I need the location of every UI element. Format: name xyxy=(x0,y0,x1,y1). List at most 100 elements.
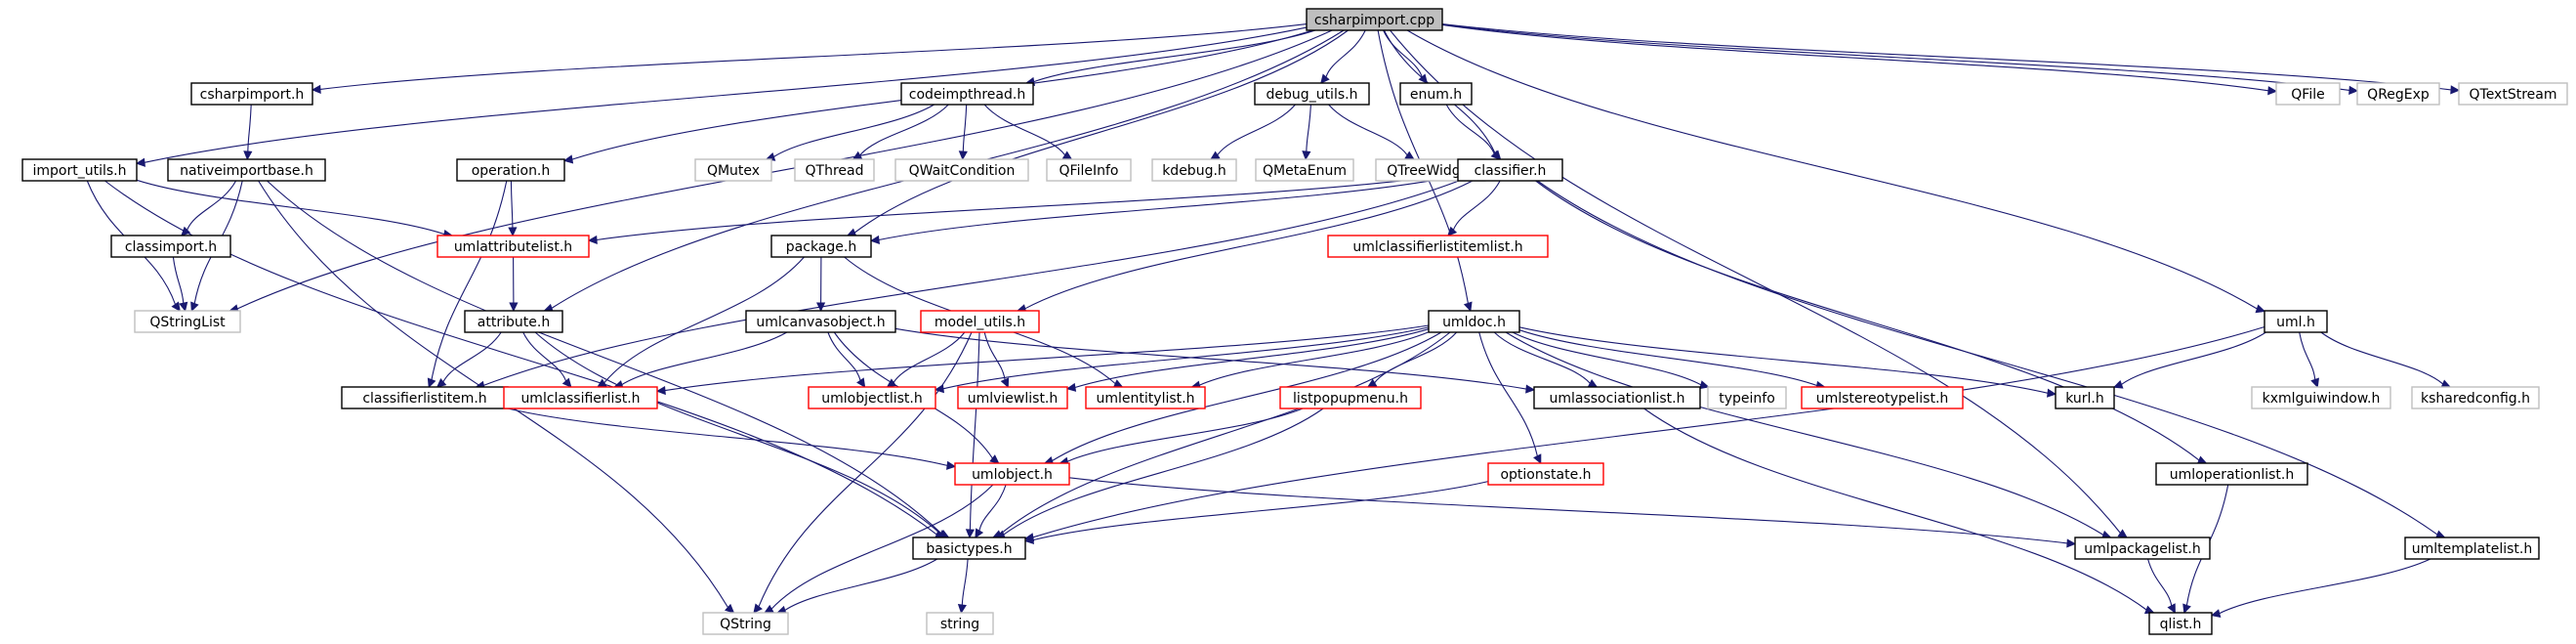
node-umlattributelist-h[interactable]: umlattributelist.h xyxy=(436,235,590,258)
edge-classimport_h-to-QStringList xyxy=(172,256,188,313)
edge-line xyxy=(969,331,980,531)
arrowhead-icon xyxy=(934,384,944,394)
node-operation-h[interactable]: operation.h xyxy=(456,158,565,182)
node-debug-utils-h[interactable]: debug_utils.h xyxy=(1254,82,1370,106)
edge-line xyxy=(1306,104,1311,152)
node-listpopupmenu-h[interactable]: listpopupmenu.h xyxy=(1279,386,1422,409)
edge-line xyxy=(1441,22,2452,91)
node-csharpimport-cpp[interactable]: csharpimport.cpp xyxy=(1306,8,1443,31)
edge-uml_h-to-kxmlguiwindow_h xyxy=(2299,331,2319,389)
edge-line xyxy=(1198,331,1430,386)
node-codeimpthread-h[interactable]: codeimpthread.h xyxy=(900,82,1034,106)
node-optionstate-h[interactable]: optionstate.h xyxy=(1487,462,1604,486)
node-classifier-h[interactable]: classifier.h xyxy=(1457,158,1563,182)
node-box xyxy=(1255,158,1354,182)
edge-umldoc_h-to-basictypes_h xyxy=(991,331,1451,538)
edge-line xyxy=(431,180,508,380)
node-package-h[interactable]: package.h xyxy=(770,235,872,258)
arrowhead-icon xyxy=(655,385,666,396)
node-umlentitylist-h[interactable]: umlentitylist.h xyxy=(1085,386,1206,409)
arrowhead-icon xyxy=(2066,538,2077,548)
edge-classifier_h-to-umlattributelist_h xyxy=(587,173,1459,245)
node-box xyxy=(2155,462,2308,486)
edge-attribute_h-to-basictypes_h xyxy=(534,331,949,538)
arrowhead-icon xyxy=(975,528,984,539)
node-umlviewlist-h[interactable]: umlviewlist.h xyxy=(957,386,1068,409)
node-label: optionstate.h xyxy=(1500,467,1591,483)
node-attribute-h[interactable]: attribute.h xyxy=(464,310,563,333)
node-basictypes-h[interactable]: basictypes.h xyxy=(912,537,1026,560)
node-label: umlstereotypelist.h xyxy=(1816,391,1949,407)
arrowhead-icon xyxy=(1525,384,1536,394)
node-box xyxy=(794,158,875,182)
node-label: QTextStream xyxy=(2470,87,2557,103)
arrowhead-icon xyxy=(958,150,968,161)
node-umlclassifierlistitemlist-h[interactable]: umlclassifierlistitemlist.h xyxy=(1327,235,1549,258)
node-box xyxy=(1428,310,1520,333)
node-umldoc-h[interactable]: umldoc.h xyxy=(1428,310,1520,333)
node-import-utils-h[interactable]: import_utils.h xyxy=(21,158,138,182)
node-nativeimportbase-h[interactable]: nativeimportbase.h xyxy=(167,158,326,182)
arrowhead-icon xyxy=(1447,226,1458,236)
node-label: umloperationlist.h xyxy=(2170,467,2295,483)
node-box xyxy=(1487,462,1604,486)
node-uml-h[interactable]: uml.h xyxy=(2264,310,2328,333)
node-umlclassifierlist-h[interactable]: umlclassifierlist.h xyxy=(503,386,658,409)
node-umlobjectlist-h[interactable]: umlobjectlist.h xyxy=(808,386,936,409)
edge-import_utils_h-to-basictypes_h xyxy=(104,180,945,538)
node-classifierlistitem-h[interactable]: classifierlistitem.h xyxy=(341,386,509,409)
node-box xyxy=(503,386,658,409)
edge-line xyxy=(1441,23,2350,91)
node-kurl-h[interactable]: kurl.h xyxy=(2055,386,2115,409)
node-csharpimport-h[interactable]: csharpimport.h xyxy=(190,82,313,106)
edge-operation_h-to-classifierlistitem_h xyxy=(427,180,508,389)
node-label: umldoc.h xyxy=(1442,315,1506,330)
edge-csharpimport_cpp-to-package_h xyxy=(846,29,1349,237)
edge-uml_h-to-kurl_h xyxy=(2112,331,2266,389)
edge-umlpackagelist_h-to-qlist_h xyxy=(2147,558,2176,615)
arrowhead-icon xyxy=(1533,453,1542,465)
edge-line xyxy=(878,175,1459,241)
edge-line xyxy=(983,104,1066,156)
node-label: QStringList xyxy=(149,315,226,330)
edge-line xyxy=(1493,331,1591,384)
node-umlobject-h[interactable]: umlobject.h xyxy=(954,462,1070,486)
arrowhead-icon xyxy=(724,603,735,614)
arrowhead-icon xyxy=(886,378,897,388)
edge-line xyxy=(1406,29,2258,310)
edge-optionstate_h-to-basictypes_h xyxy=(1023,481,1489,545)
node-QRegExp: QRegExp xyxy=(2356,82,2440,106)
edge-csharpimport_cpp-to-import_utils_h xyxy=(135,26,1308,167)
node-umlassociationlist-h[interactable]: umlassociationlist.h xyxy=(1533,386,1701,409)
arrowhead-icon xyxy=(2267,86,2278,96)
arrowhead-icon xyxy=(965,529,976,539)
node-box xyxy=(1327,235,1549,258)
edge-line xyxy=(1518,329,1817,387)
edge-model_utils_h-to-QString xyxy=(753,331,973,614)
arrowhead-icon xyxy=(2112,379,2124,389)
node-umloperationlist-h[interactable]: umloperationlist.h xyxy=(2155,462,2308,486)
edge-line xyxy=(1441,23,2269,92)
arrowhead-icon xyxy=(2310,377,2319,389)
node-umlstereotypelist-h[interactable]: umlstereotypelist.h xyxy=(1801,386,1964,409)
node-label: QRegExp xyxy=(2367,87,2430,103)
node-classimport-h[interactable]: classimport.h xyxy=(110,235,231,258)
node-umlcanvasobject-h[interactable]: umlcanvasobject.h xyxy=(745,310,896,333)
arrowhead-icon xyxy=(587,235,598,245)
node-box xyxy=(1085,386,1206,409)
node-enum-h[interactable]: enum.h xyxy=(1399,82,1473,106)
edge-line xyxy=(236,29,1333,310)
edge-line xyxy=(596,173,1459,241)
node-box xyxy=(920,310,1040,333)
node-umltemplatelist-h[interactable]: umltemplatelist.h xyxy=(2404,537,2540,560)
node-label: umlobjectlist.h xyxy=(821,391,922,407)
node-qlist-h[interactable]: qlist.h xyxy=(2148,612,2213,635)
node-label: umlcanvasobject.h xyxy=(756,315,885,330)
edge-umldoc_h-to-typeinfo xyxy=(1512,331,1710,390)
node-label: operation.h xyxy=(472,163,551,179)
node-model-utils-h[interactable]: model_utils.h xyxy=(920,310,1040,333)
node-box xyxy=(694,158,772,182)
node-umlpackagelist-h[interactable]: umlpackagelist.h xyxy=(2074,537,2211,560)
node-label: classifierlistitem.h xyxy=(362,391,486,407)
node-label: listpopupmenu.h xyxy=(1293,391,1408,407)
